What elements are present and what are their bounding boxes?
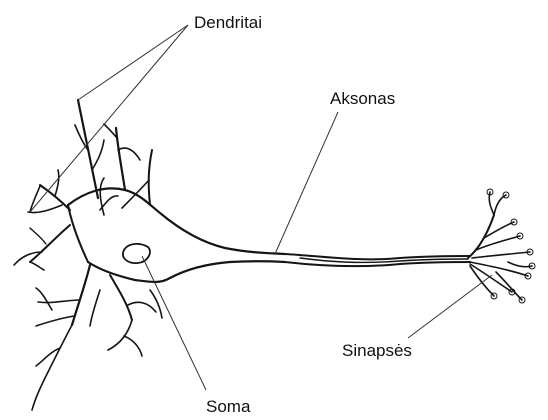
- leader-synapses: [408, 275, 492, 338]
- label-soma: Soma: [206, 397, 251, 416]
- dendrites: [14, 100, 162, 410]
- nucleus: [123, 244, 150, 263]
- axon: [285, 254, 470, 266]
- leader-dendrites-2: [30, 25, 188, 212]
- leader-axon: [275, 112, 338, 254]
- leader-lines: [30, 25, 492, 390]
- leader-dendrites-1: [78, 25, 188, 100]
- label-axon: Aksonas: [330, 89, 395, 108]
- label-dendrites: Dendritai: [194, 13, 262, 32]
- label-synapses: Sinapsės: [342, 341, 412, 360]
